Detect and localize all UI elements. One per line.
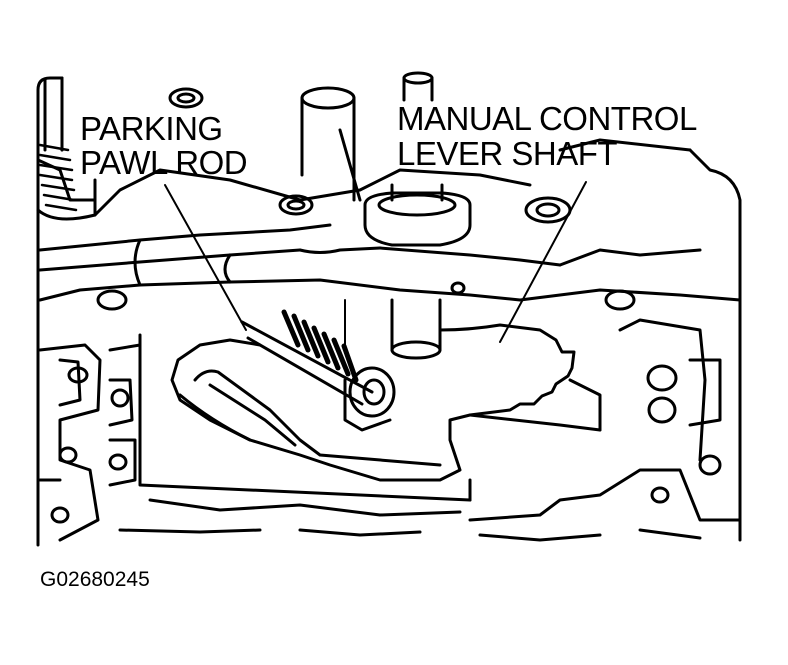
parking-pawl-rod [240, 309, 396, 432]
upper-bracket [38, 168, 742, 302]
manual-shaft-collar [363, 183, 472, 360]
detent-plate [138, 323, 602, 502]
upper-shaft-boss [300, 71, 434, 202]
label-parking-pawl-rod-line1: PARKING [80, 110, 223, 147]
bolt-holes [96, 87, 678, 424]
pawl-slot [178, 369, 442, 467]
leader-lines [164, 181, 587, 351]
label-manual-control-lever-shaft-line2: LEVER SHAFT [397, 135, 618, 172]
lower-channels [38, 318, 742, 542]
label-parking-pawl-rod-line2: PAWL ROD [80, 144, 248, 181]
casting-outline [36, 76, 742, 547]
figure-id: G02680245 [40, 568, 150, 591]
label-manual-control-lever-shaft-line1: MANUAL CONTROL [397, 100, 697, 137]
